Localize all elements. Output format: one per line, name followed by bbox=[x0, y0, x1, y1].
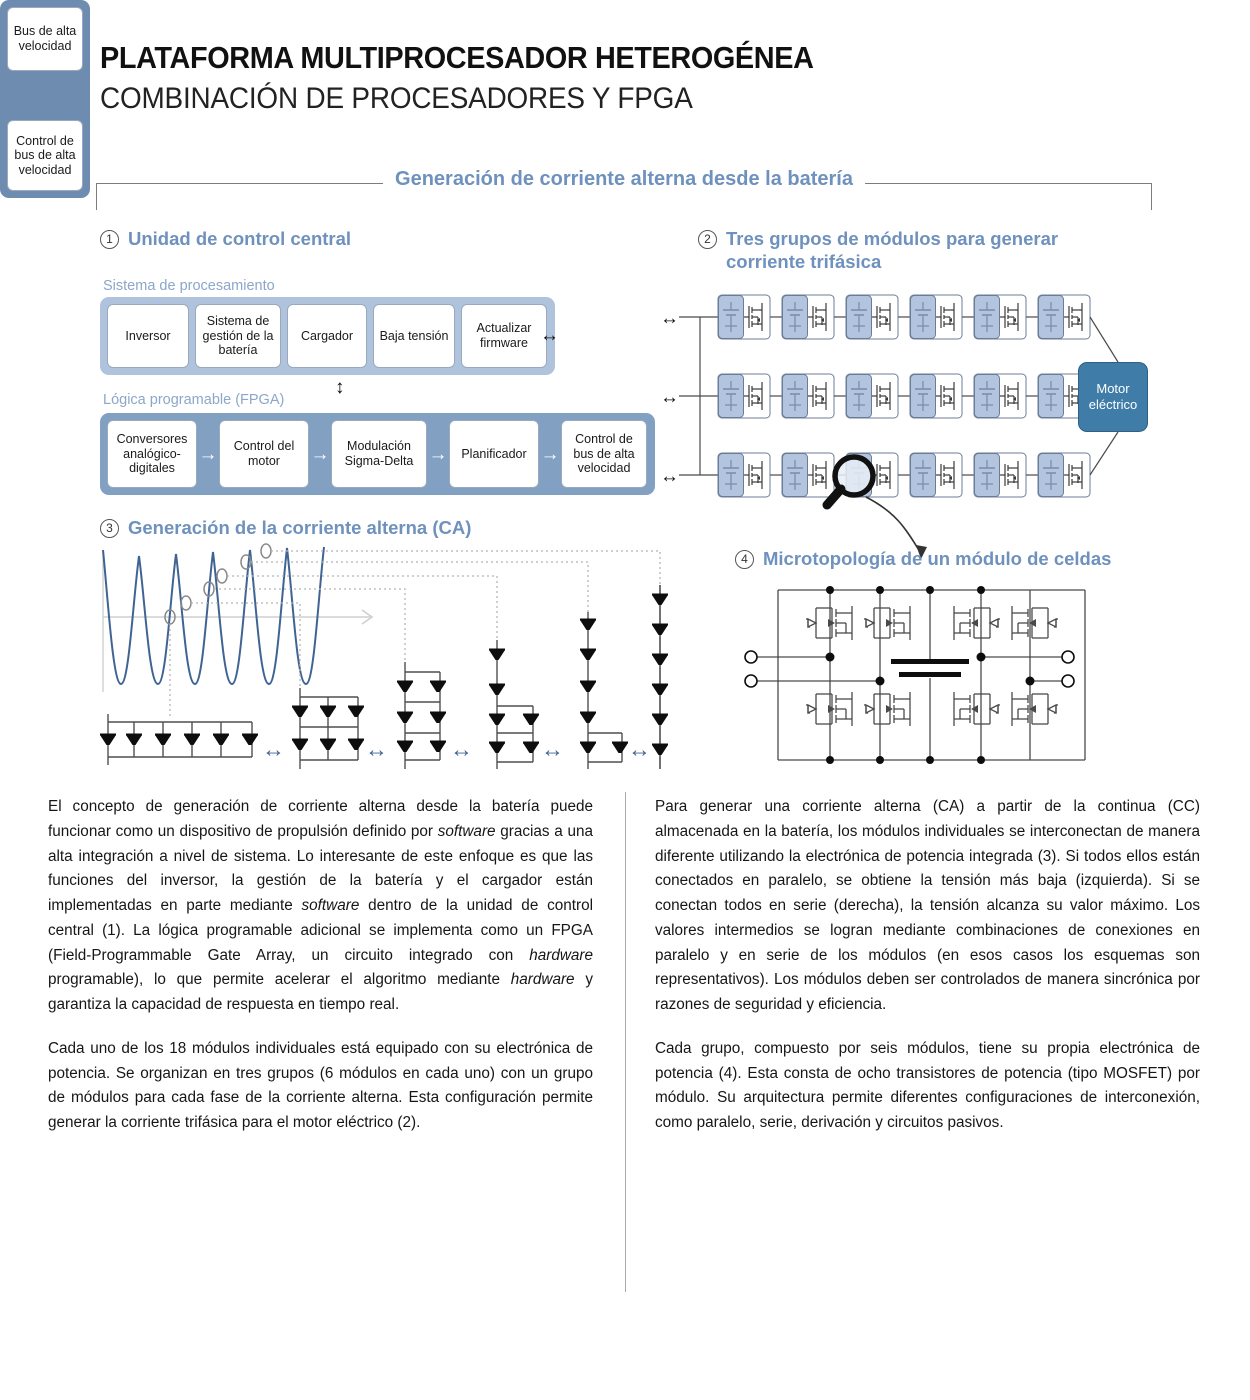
section-heading-4: 4 Microtopología de un módulo de celdas bbox=[735, 548, 1155, 571]
section-title-3: Generación de la corriente alterna (CA) bbox=[128, 517, 472, 538]
section-title-1: Unidad de control central bbox=[128, 228, 352, 249]
motor-box[interactable]: Motor eléctrico bbox=[1078, 362, 1148, 432]
arrow-right-icon-2: → bbox=[310, 443, 330, 465]
arrow-right-icon-1: → bbox=[198, 443, 218, 465]
section-number-1: 1 bbox=[100, 230, 119, 249]
section-number-3: 3 bbox=[100, 519, 119, 538]
box-control-bus[interactable]: Control de bus de alta velocidad bbox=[7, 120, 83, 191]
config-bidir-arrow-2: ↔ bbox=[365, 736, 388, 762]
mosfet-bottom-left-1 bbox=[801, 689, 857, 729]
processing-system-band: Inversor Sistema de gestión de la baterí… bbox=[100, 297, 555, 375]
page-subtitle: COMBINACIÓN DE PROCESADORES Y FPGA bbox=[100, 82, 693, 115]
config-2x3 bbox=[397, 662, 446, 769]
module-row-1 bbox=[717, 294, 1091, 340]
mosfet-top-left-2 bbox=[859, 603, 915, 643]
body-column-right: Para generar una corriente alterna (CA) … bbox=[655, 795, 1200, 1136]
config-3x2 bbox=[292, 688, 364, 769]
bidir-arrow-icon-phase-1: ↔ bbox=[660, 308, 679, 329]
module-row-2 bbox=[717, 373, 1091, 419]
section-title-4: Microtopología de un módulo de celdas bbox=[763, 548, 1112, 569]
section-heading-3: 3 Generación de la corriente alterna (CA… bbox=[100, 517, 620, 540]
mosfet-top-right-1 bbox=[950, 604, 1004, 642]
emphasis: software bbox=[437, 822, 496, 840]
box-actualizar-firmware[interactable]: Actualizar firmware bbox=[461, 304, 547, 368]
box-battery-management[interactable]: Sistema de gestión de la batería bbox=[195, 304, 281, 368]
section-number-4: 4 bbox=[735, 550, 754, 569]
section-title-2: Tres grupos de módulos para generar corr… bbox=[726, 228, 1059, 272]
box-bus-alta-velocidad[interactable]: Bus de alta velocidad bbox=[7, 7, 83, 71]
config-bidir-arrow-1: ↔ bbox=[262, 736, 285, 762]
box-bus-control[interactable]: Control de bus de alta velocidad bbox=[561, 420, 647, 488]
mosfet-bottom-right-2 bbox=[1008, 690, 1062, 728]
emphasis: software bbox=[301, 897, 360, 915]
capacitor bbox=[891, 586, 969, 764]
banner-label: Generación de corriente alterna desde la… bbox=[383, 168, 865, 191]
config-bidir-arrow-3: ↔ bbox=[450, 736, 473, 762]
config-bidir-arrow-4: ↔ bbox=[541, 736, 564, 762]
box-motor-control[interactable]: Control del motor bbox=[219, 420, 309, 488]
box-baja-tension[interactable]: Baja tensión bbox=[373, 304, 455, 368]
box-planificador[interactable]: Planificador bbox=[449, 420, 539, 488]
label-processing-system: Sistema de procesamiento bbox=[103, 278, 275, 294]
arrow-right-icon-4: → bbox=[540, 443, 560, 465]
config-4-plus-2 bbox=[580, 612, 628, 769]
bidir-arrow-icon-phase-3: ↔ bbox=[660, 466, 679, 487]
banner: Generación de corriente alterna desde la… bbox=[96, 168, 1152, 210]
fpga-band: Conversores analógico-digitales → Contro… bbox=[100, 413, 655, 495]
emphasis: hardware bbox=[510, 971, 575, 989]
column-divider bbox=[625, 792, 626, 1292]
paragraph: Cada grupo, compuesto por seis módulos, … bbox=[655, 1039, 1200, 1132]
arrow-right-icon-3: → bbox=[428, 443, 448, 465]
box-cargador[interactable]: Cargador bbox=[287, 304, 367, 368]
mosfet-bottom-right-1 bbox=[950, 690, 1004, 728]
bidir-arrow-icon-ps-bus: ↔ bbox=[540, 325, 559, 346]
bidir-arrow-icon-ps-fpga: ↕ bbox=[335, 377, 345, 398]
mosfet-bottom-left-2 bbox=[859, 689, 915, 729]
terminals bbox=[744, 650, 1075, 688]
section-heading-1: 1 Unidad de control central bbox=[100, 228, 530, 251]
sine-wave bbox=[102, 546, 325, 686]
bidir-arrow-icon-phase-2: ↔ bbox=[660, 387, 679, 408]
magnifier-pointer-arrow bbox=[865, 496, 921, 553]
section-heading-2: 2 Tres grupos de módulos para generar co… bbox=[698, 228, 1118, 273]
body-column-left: El concepto de generación de corriente a… bbox=[48, 795, 593, 1136]
box-inversor[interactable]: Inversor bbox=[107, 304, 189, 368]
config-1-2x2 bbox=[489, 640, 539, 769]
mosfet-top-right-2 bbox=[1008, 604, 1062, 642]
title-block: PLATAFORMA MULTIPROCESADOR HETEROGÉNEA C… bbox=[100, 40, 867, 116]
leader-lines bbox=[169, 550, 661, 718]
paragraph: El concepto de generación de corriente a… bbox=[48, 798, 594, 1014]
box-sigma-delta[interactable]: Modulación Sigma-Delta bbox=[331, 420, 427, 488]
label-programmable-logic: Lógica programable (FPGA) bbox=[103, 392, 285, 408]
box-adc[interactable]: Conversores analógico-digitales bbox=[107, 420, 197, 488]
mosfet-top-left-1 bbox=[801, 603, 857, 643]
config-bidir-arrow-5: ↔ bbox=[628, 736, 651, 762]
page-title: PLATAFORMA MULTIPROCESADOR HETEROGÉNEA bbox=[100, 40, 814, 75]
paragraph: Para generar una corriente alterna (CA) … bbox=[655, 798, 1200, 1014]
emphasis: hardware bbox=[529, 946, 593, 964]
section-number-2: 2 bbox=[698, 230, 717, 249]
config-6-series bbox=[652, 585, 668, 769]
config-6-parallel bbox=[100, 714, 258, 765]
magnifier-icon bbox=[822, 454, 876, 510]
high-speed-bus-band: Bus de alta velocidad Control de bus de … bbox=[0, 0, 90, 198]
paragraph: Cada uno de los 18 módulos individuales … bbox=[48, 1039, 593, 1132]
junction-dots bbox=[826, 586, 985, 764]
